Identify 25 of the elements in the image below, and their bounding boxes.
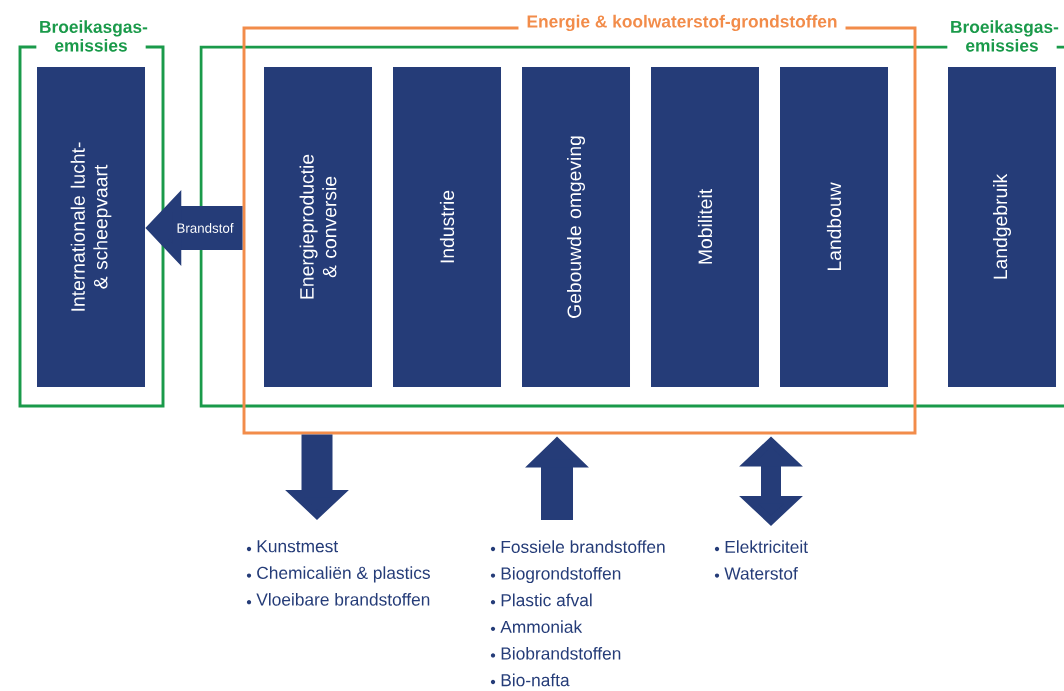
sector-box: Gebouwde omgeving	[522, 67, 630, 387]
sector-box: Energieproductie & conversie	[264, 67, 372, 387]
node-label: Plastic afval	[501, 593, 592, 607]
node-label: Fossiele brandstoffen	[501, 540, 665, 553]
bullet-list: Fossiele brandstoffen Biogrondstoffen Plastic afval Ammoniak Biobrandstoffen Bio-nafta	[490, 540, 665, 687]
sector-box: Landbouw	[780, 67, 888, 387]
sector-box: Landgebruik	[948, 67, 1056, 387]
sector-box: Industrie	[393, 67, 501, 387]
node-label: Chemicaliën & plastics	[257, 566, 430, 583]
node-label: Vloeibare brandstoffen	[256, 592, 430, 606]
node-label: Elektriciteit	[725, 540, 808, 553]
bullet-list: Elektriciteit Waterstof	[714, 540, 808, 580]
sector-box: Mobiliteit	[651, 67, 759, 387]
bullet-list: Kunstmest Chemicaliën & plastics Vloeibare brandstoffen	[246, 540, 430, 606]
node-label: Kunstmest	[257, 540, 339, 553]
node-label: Ammoniak	[500, 620, 583, 633]
node-label: Bio-nafta	[501, 673, 570, 687]
edge-label: Brandstof	[177, 223, 234, 233]
frame-title: Energie & koolwaterstof-grondstoffen	[518, 12, 846, 34]
frame-title: Broeikasgas- emissies	[36, 17, 148, 55]
node-label: Biogrondstoffen	[501, 566, 621, 584]
node-label: Biobrandstoffen	[501, 646, 621, 660]
node-label: Waterstof	[724, 566, 798, 580]
frame-title: Broeikasgas- emissies	[947, 17, 1059, 55]
sector-box: Internationale lucht- & scheepvaart	[37, 67, 145, 387]
